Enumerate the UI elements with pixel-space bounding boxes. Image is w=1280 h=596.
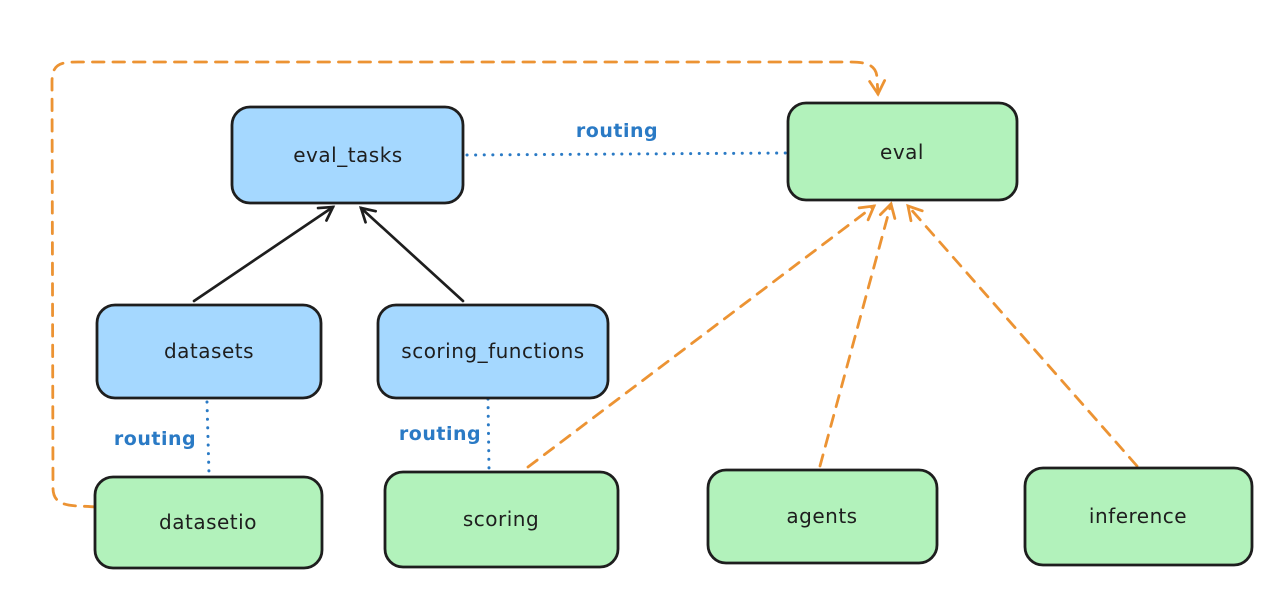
node-eval-tasks-label: eval_tasks <box>293 143 402 167</box>
node-eval-box <box>786 101 1019 202</box>
node-eval-label: eval <box>880 140 924 164</box>
node-scoring-functions-label: scoring_functions <box>401 339 584 363</box>
node-scoring-functions-box <box>376 303 610 400</box>
edge-routing-datasets-datasetio <box>205 400 211 476</box>
node-datasets-label: datasets <box>164 339 254 363</box>
edge-datasetio-to-eval <box>50 60 887 509</box>
node-scoring-box <box>383 470 620 569</box>
node-inference: inference <box>1023 466 1254 567</box>
edge-inference-to-eval <box>906 203 1139 468</box>
edges-layer <box>50 60 1139 509</box>
edge-scoring-functions-to-eval-tasks <box>359 206 465 303</box>
node-agents-box <box>706 468 939 565</box>
node-datasetio-label: datasetio <box>159 510 257 534</box>
node-eval-tasks: eval_tasks <box>230 105 465 205</box>
edge-routing-scoring-functions-scoring <box>486 397 491 470</box>
node-inference-label: inference <box>1089 504 1187 528</box>
node-datasets: datasets <box>95 303 323 400</box>
node-scoring: scoring <box>383 470 620 569</box>
edge-label-routing-eval-tasks-eval: routing <box>576 120 658 142</box>
node-scoring-label: scoring <box>463 507 539 531</box>
node-datasets-box <box>95 303 323 400</box>
edge-label-routing-scoring-functions-scoring: routing <box>399 423 481 445</box>
edge-scoring-to-eval <box>526 204 877 469</box>
node-eval: eval <box>786 101 1019 202</box>
edge-agents-to-eval <box>818 201 897 468</box>
edge-routing-eval-tasks-eval <box>465 151 788 157</box>
node-datasetio-box <box>93 475 324 570</box>
node-scoring-functions: scoring_functions <box>376 303 610 400</box>
edge-label-routing-datasets-datasetio: routing <box>114 428 196 450</box>
node-agents: agents <box>706 468 939 565</box>
node-inference-box <box>1023 466 1254 567</box>
edge-datasets-to-eval-tasks <box>192 205 336 303</box>
node-eval-tasks-box <box>230 105 465 205</box>
node-agents-label: agents <box>786 504 857 528</box>
node-datasetio: datasetio <box>93 475 324 570</box>
